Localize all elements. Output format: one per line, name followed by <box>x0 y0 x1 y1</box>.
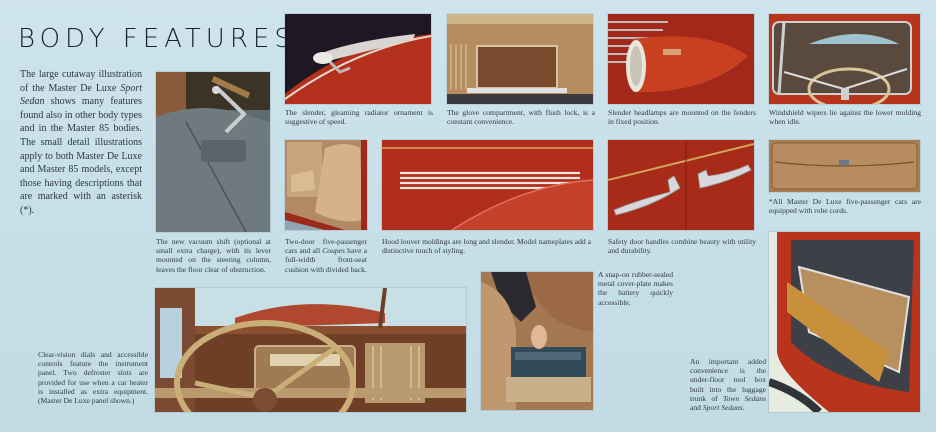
windshield-wiper-caption: Windshield wipers lie against the lower … <box>769 108 921 127</box>
robe-cord-photo <box>769 140 920 192</box>
robe-cord-caption: *All Master De Luxe five-passenger cars … <box>769 197 921 216</box>
front-seat-photo <box>285 140 367 230</box>
tool-box-caption: An important added convenience is the un… <box>690 357 766 413</box>
vacuum-shift-caption: The new vacuum shift (optional at small … <box>156 237 271 274</box>
headlamp-caption: Slender headlamps are mounted on the fen… <box>608 108 756 127</box>
intro-paragraph: The large cutaway illustration of the Ma… <box>20 69 142 216</box>
windshield-wiper-photo <box>769 14 920 104</box>
front-seat-caption: Two-door five-passenger cars and all Cou… <box>285 237 367 274</box>
door-handle-photo <box>608 140 754 230</box>
hood-louver-caption: Hood louver moldings are long and slende… <box>382 237 591 256</box>
radiator-ornament-caption: The slender, gleaming radiator ornament … <box>285 108 433 127</box>
hood-louver-photo <box>382 140 593 230</box>
glove-compartment-photo <box>447 14 593 104</box>
tool-box-photo <box>769 232 920 412</box>
vacuum-shift-photo <box>156 72 270 232</box>
instrument-panel-caption: Clear-vision dials and accessible contro… <box>38 350 148 406</box>
battery-cover-photo <box>481 272 593 410</box>
door-handle-caption: Safety door handles combine beauty with … <box>608 237 756 256</box>
glove-compartment-caption: The glove compartment, with flush lock, … <box>447 108 595 127</box>
radiator-ornament-photo <box>285 14 431 104</box>
instrument-panel-photo <box>155 288 466 412</box>
page-title: BODY FEATURES <box>18 24 296 54</box>
battery-cover-caption: A snap-on rubber-sealed metal cover-plat… <box>598 270 673 307</box>
headlamp-photo <box>608 14 754 104</box>
